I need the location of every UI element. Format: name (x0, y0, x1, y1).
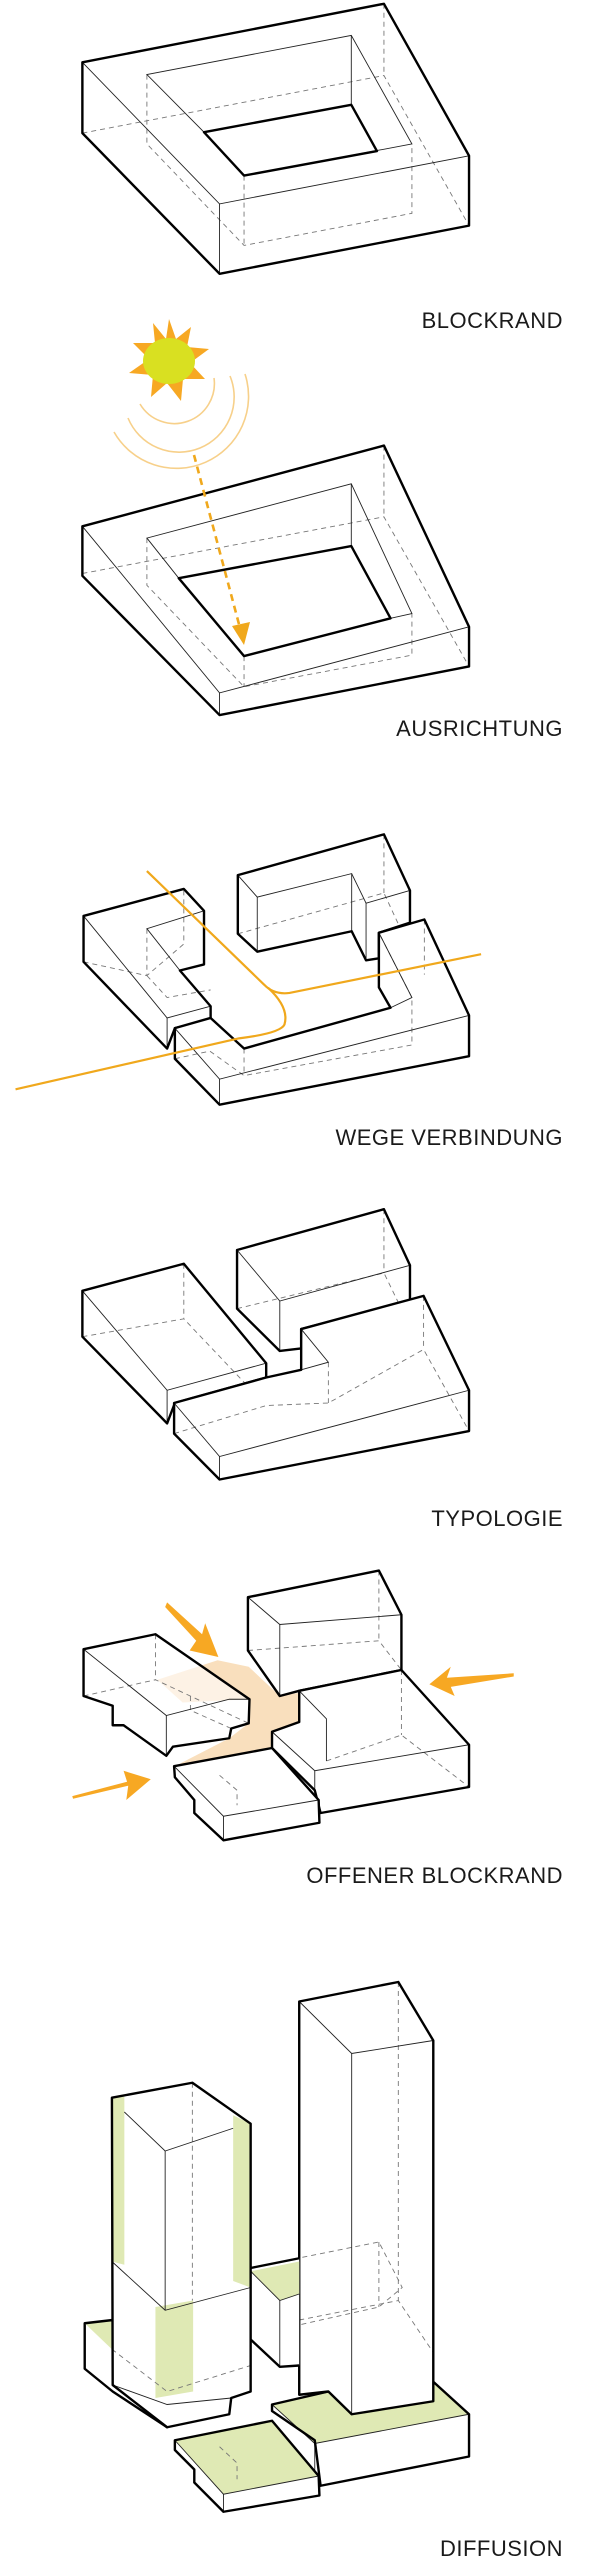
diffusion-tall-tower (249, 1982, 434, 2414)
sun-icon (129, 319, 209, 401)
label-wege-verbindung: WEGE VERBINDUNG (335, 1125, 563, 1150)
arrow-icon (72, 1770, 151, 1800)
wege-left-block (84, 889, 211, 1049)
diffusion-right-base (272, 2382, 469, 2486)
ausrichtung-block (82, 446, 469, 716)
sun-radiation-arcs (113, 373, 250, 470)
label-diffusion: DIFFUSION (439, 2536, 563, 2560)
offener-front-block (174, 1748, 319, 1840)
diffusion-left-tower (112, 2083, 251, 2428)
offener-left-block (84, 1634, 250, 1756)
sunlight-arrow (192, 454, 250, 645)
path-connection-lines (16, 871, 482, 1089)
label-ausrichtung: AUSRICHTUNG (396, 716, 563, 741)
wege-front-block (175, 920, 469, 1105)
diffusion-middle-block (251, 2258, 300, 2367)
arrow-icon (429, 1666, 514, 1696)
typologie-front-block (174, 1296, 469, 1480)
blockrand-block (82, 4, 469, 274)
label-blockrand: BLOCKRAND (421, 308, 563, 333)
diffusion-front-block (175, 2421, 320, 2512)
label-offener-blockrand: OFFENER BLOCKRAND (306, 1863, 563, 1888)
arrow-icon (165, 1602, 219, 1657)
access-arrows (72, 1602, 514, 1800)
label-typologie: TYPOLOGIE (431, 1506, 563, 1531)
